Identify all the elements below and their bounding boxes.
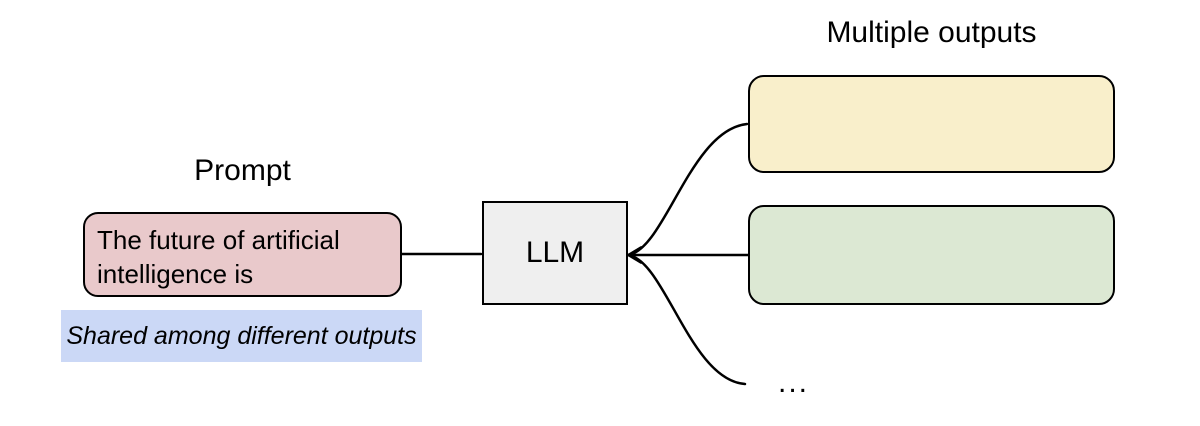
output-box-1 (748, 75, 1115, 173)
shared-note: Shared among different outputs (61, 310, 422, 362)
arrowhead-icon (627, 246, 643, 264)
prompt-label: Prompt (194, 154, 291, 187)
llm-box: LLM (482, 201, 628, 305)
outputs-label: Multiple outputs (826, 16, 1037, 49)
prompt-box: The future of artificial intelligence is (83, 212, 402, 297)
ellipsis: ... (778, 366, 810, 399)
output-box-2 (748, 205, 1115, 305)
connector-llm-to-output-1 (626, 122, 749, 257)
connector-llm-to-ellipsis (626, 253, 747, 386)
